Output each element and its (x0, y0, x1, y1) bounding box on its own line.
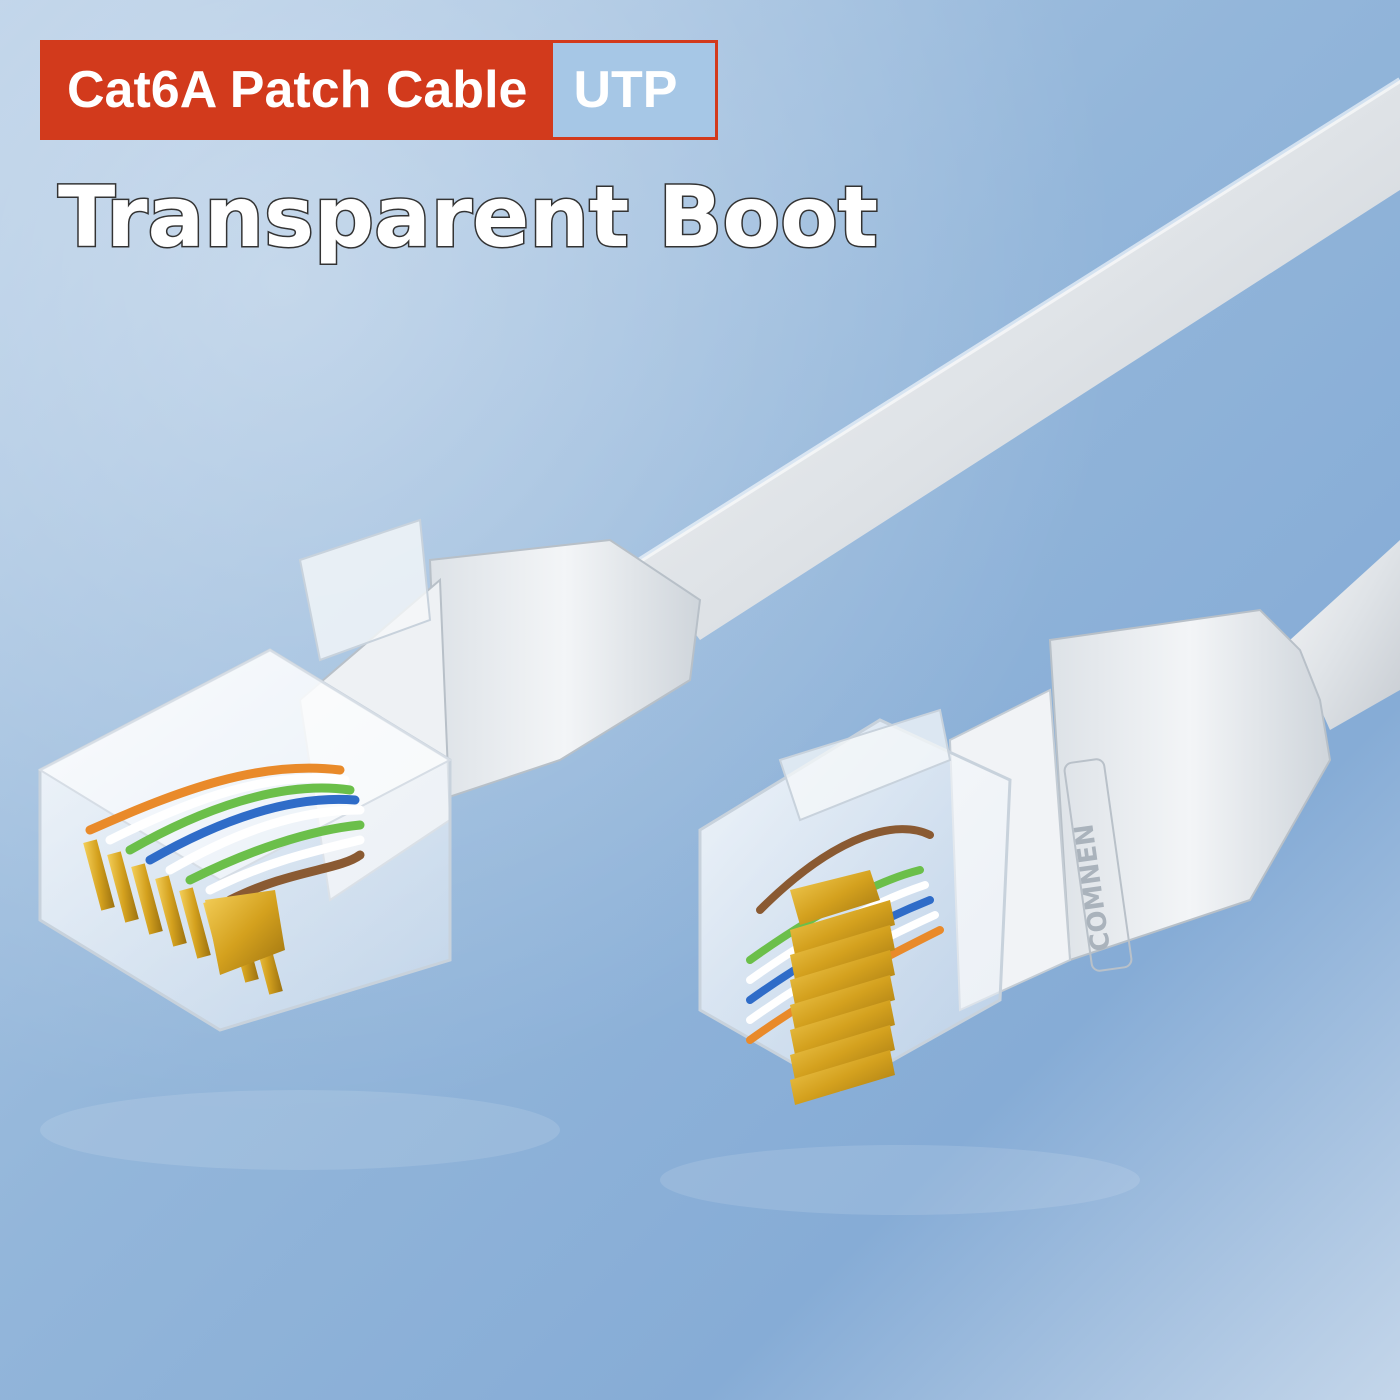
left-connector (37, 518, 702, 1032)
product-badge: Cat6A Patch Cable UTP (40, 40, 719, 140)
badge-label: Cat6A Patch Cable (43, 43, 554, 137)
badge-tag: UTP (553, 43, 716, 137)
headline: Transparent Boot (57, 167, 880, 268)
right-connector: COMNEN (698, 608, 1332, 1105)
